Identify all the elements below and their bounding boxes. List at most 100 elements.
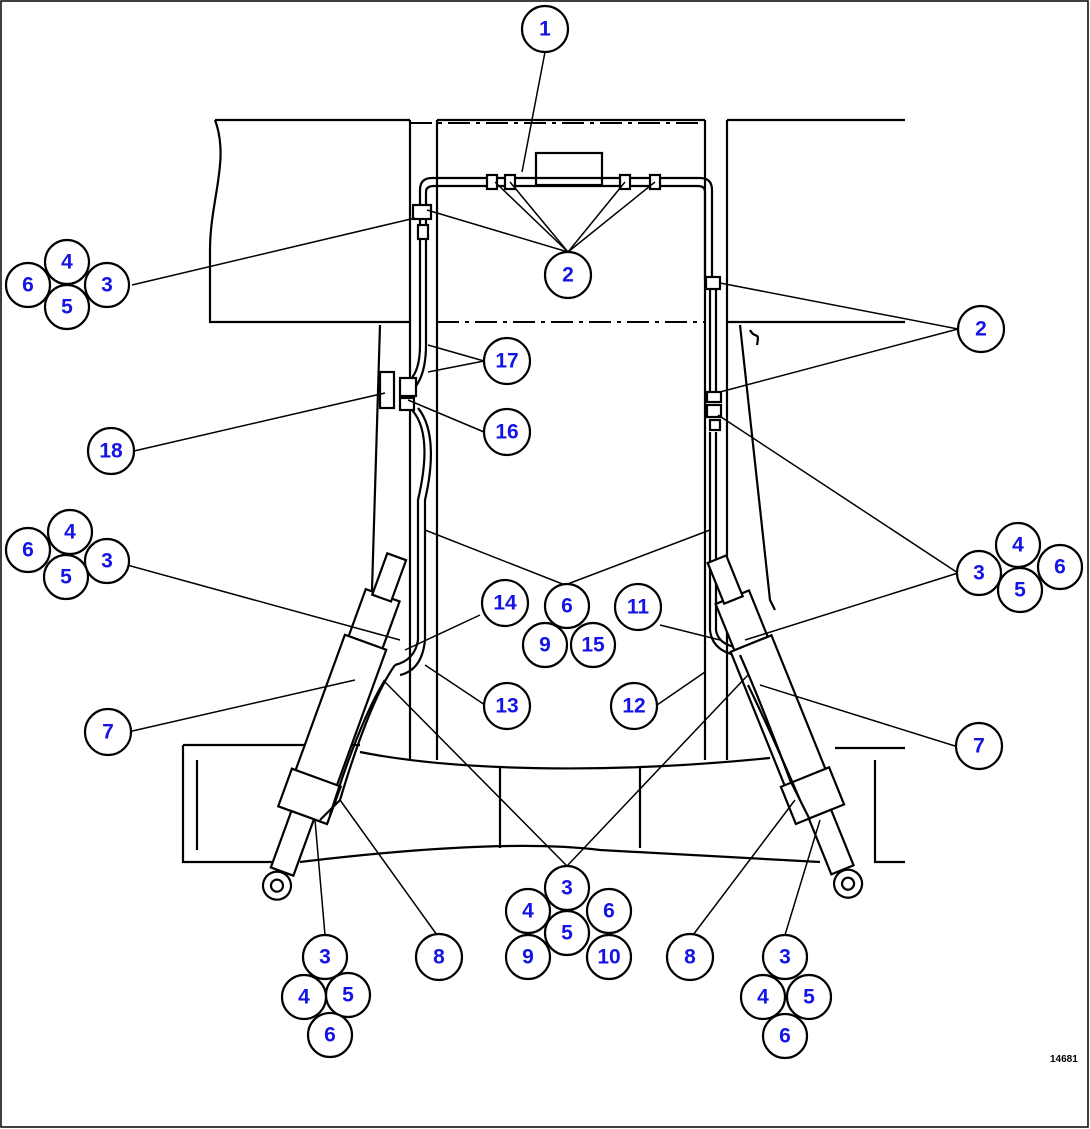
callout-7-left: 7 xyxy=(83,707,133,757)
right-cylinder xyxy=(706,554,864,899)
callout-6: 6 xyxy=(306,1011,354,1059)
svg-text:7: 7 xyxy=(102,721,114,744)
svg-text:3: 3 xyxy=(319,946,331,969)
svg-text:6: 6 xyxy=(324,1024,336,1047)
svg-text:4: 4 xyxy=(1012,534,1024,557)
svg-text:11: 11 xyxy=(627,596,650,619)
callout-4: 4 xyxy=(739,973,787,1021)
callout-1: 1 xyxy=(520,4,570,54)
callout-cluster-bottom-center: 3 4 6 5 9 10 xyxy=(504,864,633,981)
svg-text:5: 5 xyxy=(342,984,354,1007)
svg-text:12: 12 xyxy=(622,695,645,718)
frame xyxy=(181,118,905,864)
svg-text:2: 2 xyxy=(975,318,987,341)
callout-6: 6 xyxy=(585,887,633,935)
svg-text:15: 15 xyxy=(581,634,605,657)
callout-cluster-center: 6 9 15 xyxy=(521,582,617,669)
callout-11: 11 xyxy=(613,582,663,632)
callout-5: 5 xyxy=(996,566,1044,614)
callout-8-left: 8 xyxy=(414,932,464,982)
callout-cluster-mid-right: 4 3 6 5 xyxy=(955,521,1084,614)
svg-text:5: 5 xyxy=(803,986,815,1009)
callout-cluster-upper-left: 3 4 5 6 xyxy=(4,238,131,331)
callout-5: 5 xyxy=(785,973,833,1021)
svg-text:17: 17 xyxy=(495,350,518,373)
callout-6: 6 xyxy=(4,526,52,574)
svg-text:5: 5 xyxy=(60,566,72,589)
svg-text:6: 6 xyxy=(561,595,573,618)
callout-3: 3 xyxy=(543,864,591,912)
callout-5: 5 xyxy=(324,971,372,1019)
svg-text:18: 18 xyxy=(99,440,123,463)
svg-text:3: 3 xyxy=(101,274,113,297)
callout-18: 18 xyxy=(86,426,136,476)
callout-12: 12 xyxy=(609,681,659,731)
svg-text:8: 8 xyxy=(684,946,696,969)
callout-8-right: 8 xyxy=(665,932,715,982)
svg-text:9: 9 xyxy=(539,634,551,657)
svg-text:6: 6 xyxy=(1054,556,1066,579)
svg-text:9: 9 xyxy=(522,946,534,969)
callout-5: 5 xyxy=(42,553,90,601)
callout-13: 13 xyxy=(482,681,532,731)
hydraulic-lines xyxy=(378,151,741,677)
svg-text:10: 10 xyxy=(597,946,620,969)
svg-text:5: 5 xyxy=(561,922,573,945)
callout-16: 16 xyxy=(482,407,532,457)
callout-cluster-bottom-left: 3 4 5 6 xyxy=(280,933,372,1059)
callout-6: 6 xyxy=(1036,543,1084,591)
svg-text:14: 14 xyxy=(493,592,517,615)
callout-4: 4 xyxy=(504,887,552,935)
callout-6: 6 xyxy=(761,1012,809,1060)
callout-3: 3 xyxy=(955,549,1003,597)
callout-cluster-mid-left: 4 6 3 5 xyxy=(4,508,131,601)
callout-9: 9 xyxy=(521,621,569,669)
svg-text:2: 2 xyxy=(562,264,574,287)
svg-text:4: 4 xyxy=(522,900,534,923)
svg-text:4: 4 xyxy=(298,986,310,1009)
callout-5: 5 xyxy=(543,909,591,957)
svg-text:8: 8 xyxy=(433,946,445,969)
svg-text:1: 1 xyxy=(539,18,551,41)
callout-9: 9 xyxy=(504,933,552,981)
svg-text:5: 5 xyxy=(1014,579,1026,602)
svg-text:6: 6 xyxy=(779,1025,791,1048)
svg-text:16: 16 xyxy=(495,421,518,444)
callout-7-right: 7 xyxy=(954,721,1004,771)
callout-17: 17 xyxy=(482,336,532,386)
svg-text:13: 13 xyxy=(495,695,518,718)
callout-4: 4 xyxy=(280,973,328,1021)
callout-4: 4 xyxy=(43,238,91,286)
svg-text:4: 4 xyxy=(64,521,76,544)
svg-text:5: 5 xyxy=(61,296,73,319)
svg-text:4: 4 xyxy=(757,986,769,1009)
callout-2-right: 2 xyxy=(956,304,1006,354)
callout-6: 6 xyxy=(4,261,52,309)
callout-5: 5 xyxy=(43,283,91,331)
callout-4: 4 xyxy=(994,521,1042,569)
callout-3: 3 xyxy=(83,537,131,585)
svg-text:4: 4 xyxy=(61,251,73,274)
callout-4: 4 xyxy=(46,508,94,556)
svg-text:6: 6 xyxy=(22,274,34,297)
callout-10: 10 xyxy=(585,933,633,981)
callout-15: 15 xyxy=(569,621,617,669)
drawing-number: 14681 xyxy=(1050,1054,1078,1065)
svg-text:7: 7 xyxy=(973,735,985,758)
callout-cluster-bottom-right: 3 4 5 6 xyxy=(739,933,833,1060)
callout-3: 3 xyxy=(301,933,349,981)
callout-6: 6 xyxy=(543,582,591,630)
callout-2-center: 2 xyxy=(543,250,593,300)
svg-text:3: 3 xyxy=(779,946,791,969)
callout-3: 3 xyxy=(761,933,809,981)
svg-text:6: 6 xyxy=(22,539,34,562)
callout-14: 14 xyxy=(480,578,530,628)
callout-3: 3 xyxy=(83,261,131,309)
svg-text:3: 3 xyxy=(101,550,113,573)
svg-text:3: 3 xyxy=(973,562,985,585)
svg-text:6: 6 xyxy=(603,900,615,923)
leader-lines xyxy=(126,51,959,936)
valve-block xyxy=(534,151,604,187)
